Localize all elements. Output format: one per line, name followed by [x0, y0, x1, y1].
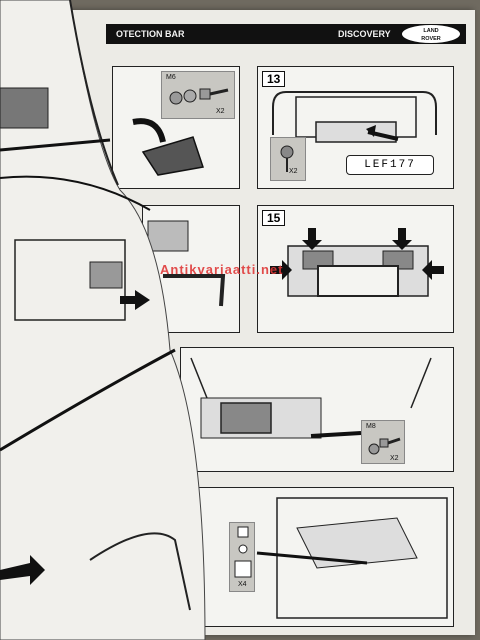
- step-13-screw-inset: X2: [270, 137, 306, 181]
- watermark-text: Antikvariaatti.net: [160, 262, 284, 277]
- page-title: OTECTION BAR: [116, 29, 185, 39]
- step-13-number: 13: [262, 71, 286, 87]
- screw-quantity: X2: [289, 168, 298, 175]
- bracket-illustration: [132, 118, 204, 176]
- m8-bolt-inset: M8 X2: [361, 420, 405, 464]
- step-16-panel: M8 X2: [180, 347, 454, 472]
- step-17-illustration: [256, 497, 448, 619]
- m6-label: M6: [166, 74, 176, 81]
- model-name: DISCOVERY: [338, 29, 391, 39]
- step-13-panel: 13 X2 LEF177: [257, 66, 454, 189]
- step-14-illustration: [147, 220, 226, 307]
- step-17-panel: X4: [196, 487, 454, 627]
- clip-inset: X4: [229, 522, 255, 592]
- m6-quantity: X2: [216, 108, 225, 115]
- number-plate: LEF177: [346, 155, 434, 175]
- clip-quantity: X4: [238, 581, 247, 588]
- land-rover-logo: LAND ROVER: [401, 24, 461, 44]
- step-15-panel: 15: [257, 205, 454, 333]
- step-12-panel: M6 X2: [112, 66, 240, 189]
- step-15-number: 15: [262, 210, 286, 226]
- m8-quantity: X2: [390, 455, 399, 462]
- step-16-illustration: [190, 357, 432, 439]
- curled-left-pages: [0, 0, 206, 640]
- step-13-illustration: [272, 91, 437, 143]
- m6-bolt-inset: M6 X2: [161, 71, 235, 119]
- step-15-illustration: [270, 228, 444, 297]
- header-bar: OTECTION BAR DISCOVERY: [106, 24, 466, 44]
- m8-label: M8: [366, 423, 376, 430]
